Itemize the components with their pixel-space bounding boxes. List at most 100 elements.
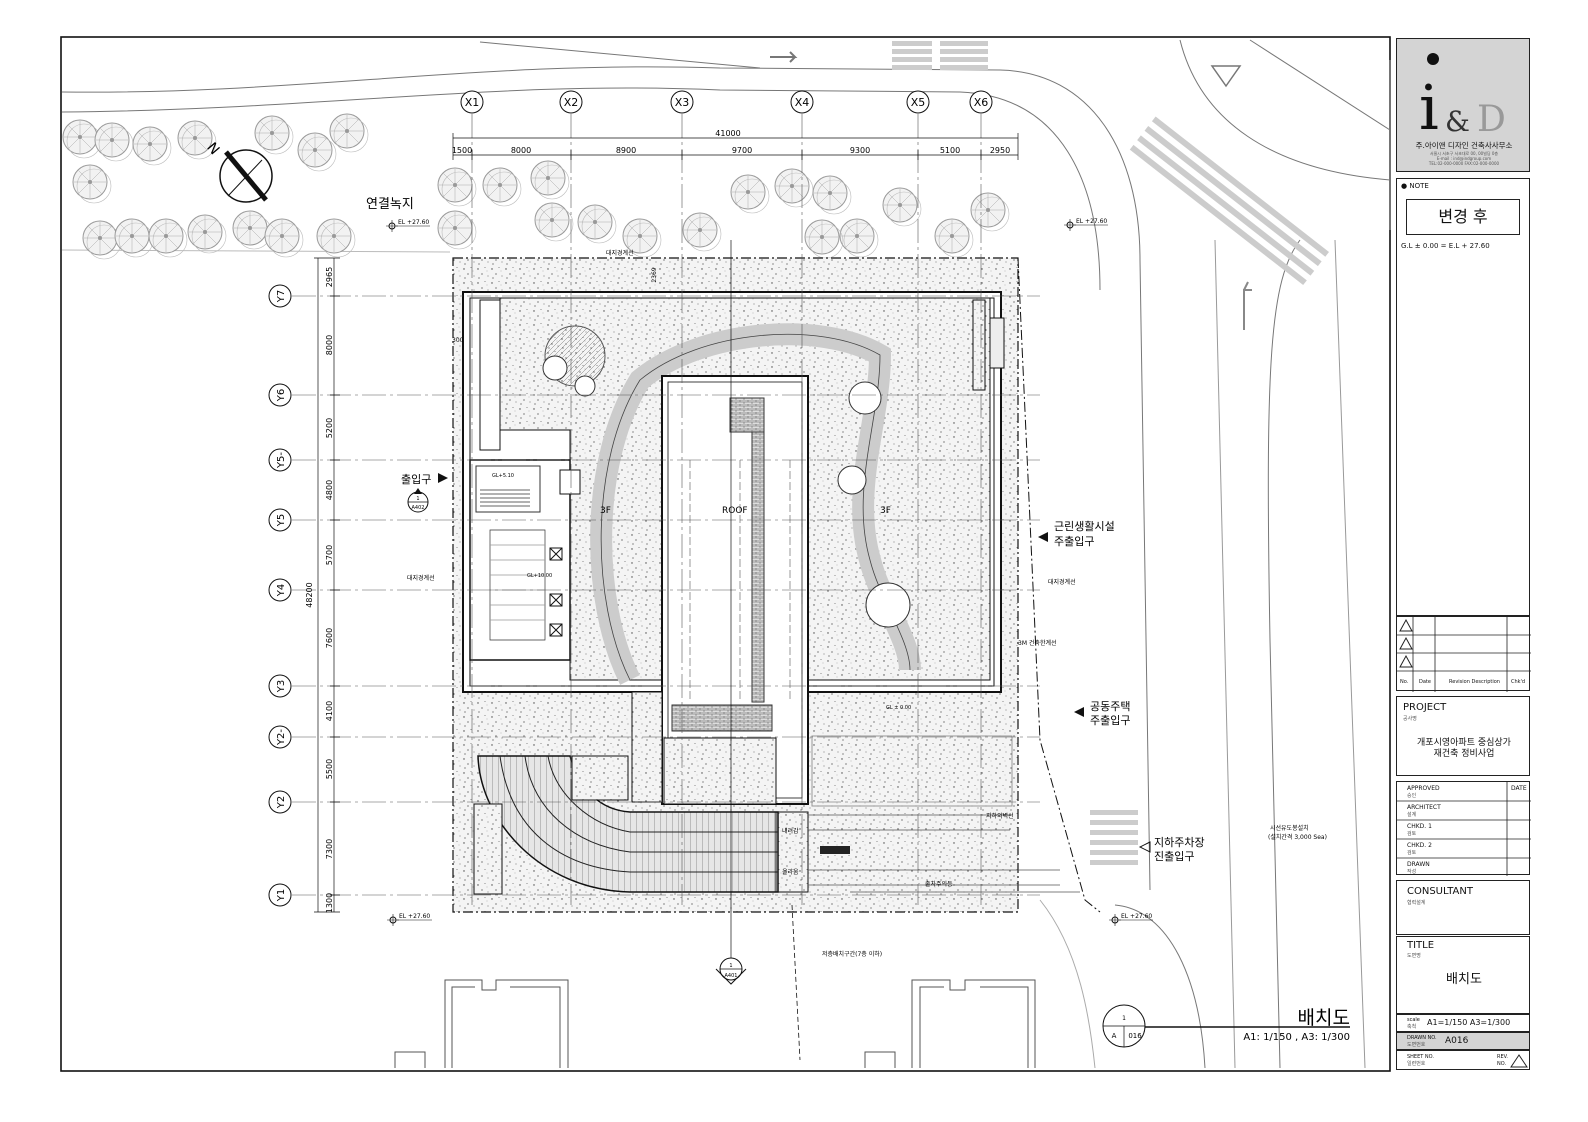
firm-logo: i & D 주.아이앤 디자인 건축사사무소 서울시 서초구 서초대로 00, … (1396, 38, 1530, 172)
lowrise-zone-label: 저층배치구간(7층 이하) (822, 950, 882, 958)
grid-y6: Y6 (276, 389, 287, 402)
drawn-no-value: A016 (1445, 1036, 1469, 1046)
building-limit-line (1017, 257, 1101, 913)
elevation-label-se: EL +27.60 (1121, 913, 1152, 920)
grid-x4: X4 (795, 96, 810, 109)
floor-label-roof: ROOF (722, 506, 748, 516)
floor-label-3f-left: 3F (600, 506, 611, 516)
dim-x-span-4: 9700 (732, 146, 752, 155)
architect-label: ARCHITECT (1407, 804, 1441, 811)
dim-y-span-10: 1300 (325, 893, 334, 913)
commercial-entry-line2: 주출입구 (1054, 535, 1094, 548)
apartment-entry-line1: 공동주택 (1090, 700, 1130, 713)
left-dimensions: 48200 2965 8000 5200 4800 5700 7600 4100… (305, 257, 340, 913)
exit-road-label: 출차주의등 (925, 880, 953, 888)
grid-x3: X3 (675, 96, 690, 109)
drawn-label: DRAWN (1407, 861, 1430, 868)
basement-wall-label: 지하외벽선 (986, 812, 1014, 820)
dim-y-span-1: 2965 (325, 267, 334, 287)
drawn-no-sub: 도면번호 (1407, 1042, 1426, 1048)
gl-1000-label: GL+10.00 (527, 573, 552, 579)
dim-x-span-6: 5100 (940, 146, 960, 155)
sheet-no-label: SHEET NO. (1407, 1054, 1434, 1060)
entrance-label: 출입구 (401, 473, 431, 486)
title-label: TITLE (1407, 940, 1435, 951)
elevation-label-ne: EL +27.60 (1076, 218, 1107, 225)
firm-address: 서울시 서초구 서초대로 00, 00빌딩 0층 E-mail : ind@in… (1401, 151, 1527, 166)
consultant-panel: CONSULTANT 협력설계 (1396, 880, 1530, 935)
sheet-no-sub: 일련번호 (1407, 1061, 1426, 1067)
logo-dot (1427, 53, 1439, 65)
note-text: G.L ± 0.00 = E.L + 27.60 (1401, 242, 1490, 250)
rev-triangle-icon (1510, 1054, 1528, 1068)
dim-x-span-5: 9300 (850, 146, 870, 155)
dim-y-span-2: 8000 (325, 335, 334, 355)
grid-y1: Y1 (276, 889, 287, 902)
grid-bubbles-y: Y7 Y6 Y5- Y5 Y4 Y3 Y2- Y2 Y1 (268, 284, 292, 907)
rev-col-no: No. (1400, 679, 1409, 685)
callout-sheet-bottom: A401 (725, 973, 738, 979)
note-panel: ● NOTE 변경 후 G.L ± 0.00 = E.L + 27.60 (1396, 178, 1530, 616)
gl-000-label: GL ± 0.00 (886, 705, 911, 711)
grid-bubbles-x: X1 X2 X3 X4 X5 X6 (460, 90, 993, 114)
grid-x1: X1 (465, 96, 480, 109)
drawing-title-callout: 1 A 016 (1102, 1004, 1146, 1048)
rev-no-label: NO. (1497, 1061, 1507, 1067)
dim-overall-height: 48200 (305, 582, 314, 607)
firm-address-line3: TEL:02-000-0000 FAX:02-000-0000 (1428, 161, 1500, 166)
approval-grid (1397, 782, 1531, 876)
scale-panel: scale 축척 A1=1/150 A3=1/300 (1396, 1014, 1530, 1032)
apartment-entry-arrow-icon (1074, 707, 1084, 717)
title-callout-letter: A (1112, 1032, 1117, 1040)
dim-x-span-3: 8900 (616, 146, 636, 155)
dim-y-span-9: 7300 (325, 839, 334, 859)
drawn-sub: 작성 (1407, 869, 1417, 875)
top-dimensions: 41000 1500 8000 8900 9700 9300 5100 2950 (452, 129, 1019, 160)
drawn-no-panel: DRAWN NO. 도면번호 A016 (1396, 1032, 1530, 1050)
elevation-label-nw: EL +27.60 (398, 219, 429, 226)
road-arrow-icon (770, 51, 798, 63)
section-callout-a401: 1 A401 (715, 240, 747, 985)
apartment-entry-line2: 주출입구 (1090, 714, 1130, 727)
chkd1-label: CHKD. 1 (1407, 823, 1432, 830)
boundary-label-right: 대지경계선 (1048, 578, 1076, 586)
elevation-markers: EL +27.60 EL +27.60 EL +27.60 EL +27.60 (386, 218, 1153, 926)
gl-510-label: GL+5.10 (492, 473, 514, 479)
firm-address-line1: 서울시 서초구 서초대로 00, 00빌딩 0층 (1429, 151, 1499, 156)
title-callout-sheet: 016 (1128, 1032, 1142, 1040)
callout-num: 1 (416, 496, 419, 502)
section-callout-a402: 1 A402 (407, 488, 429, 513)
north-arrow-icon: N (203, 140, 273, 203)
dim-y-span-3: 5200 (325, 418, 334, 438)
elevation-label-sw: EL +27.60 (399, 913, 430, 920)
parking-entry-line1: 지하주차장 (1154, 835, 1205, 849)
consultant-sub: 협력설계 (1407, 900, 1426, 906)
boundary-label-top: 대지경계선 (606, 249, 634, 257)
grid-y5: Y5 (276, 514, 287, 527)
dim-y-span-8: 5500 (325, 759, 334, 779)
parking-entry-line2: 진출입구 (1154, 850, 1194, 863)
dim-y-span-7: 4100 (325, 701, 334, 721)
note-label: ● NOTE (1401, 182, 1429, 190)
architect-sub: 설계 (1407, 812, 1417, 818)
logo-i: i (1419, 71, 1439, 144)
commercial-entry-arrow-icon (1038, 532, 1048, 542)
date-label: DATE (1511, 785, 1527, 792)
approved-sub: 승인 (1407, 793, 1417, 799)
approved-label: APPROVED (1407, 785, 1440, 792)
revision-table: No. Date Revision Description Chk'd (1396, 616, 1531, 692)
dim-y-span-6: 7600 (325, 628, 334, 648)
signal-note-line2: (설치간격 3,000 Sea) (1268, 833, 1327, 841)
row-grid-lines (292, 295, 1040, 896)
scale-value: A1=1/150 A3=1/300 (1427, 1018, 1511, 1027)
callout-sheet: A402 (412, 505, 425, 511)
dim-y-span-4: 4800 (325, 480, 334, 500)
logo-amp: & (1445, 105, 1470, 138)
firm-address-line2: E-mail : ind@indgroup.com (1436, 156, 1492, 161)
note-stamp: 변경 후 (1406, 199, 1520, 235)
dim-300: 300 (452, 337, 464, 344)
grid-y4: Y4 (276, 584, 287, 597)
dim-x-span-1: 1500 (452, 146, 472, 155)
parking-entry-arrow-icon (1138, 841, 1151, 853)
